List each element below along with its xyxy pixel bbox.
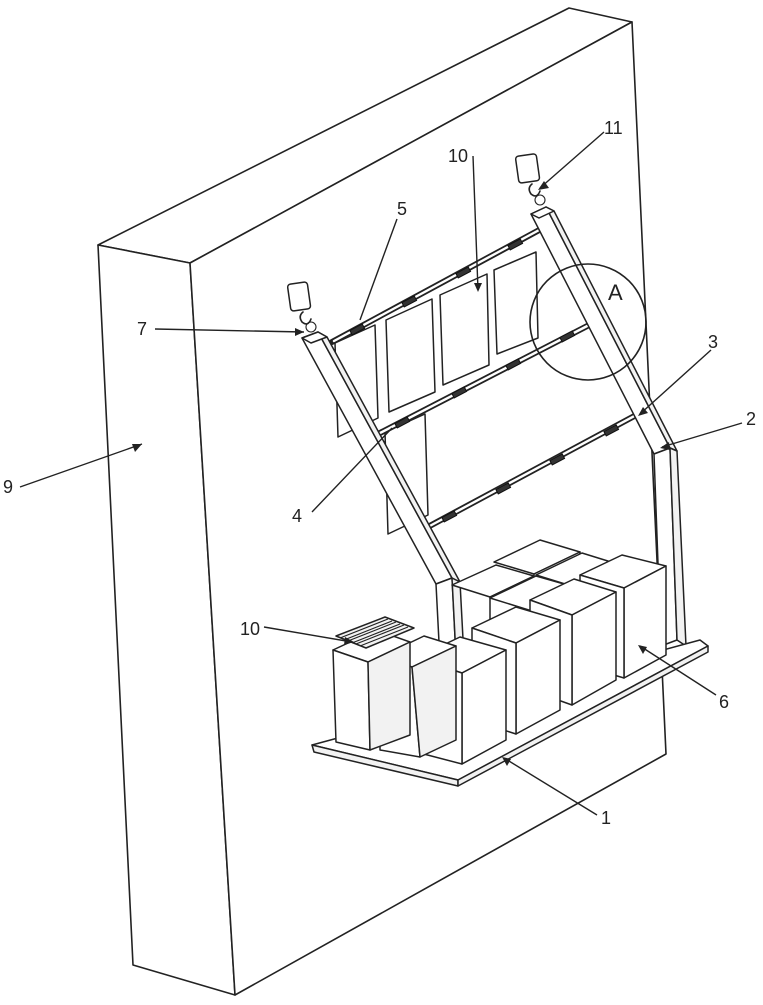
label-wall: 9 (3, 477, 13, 497)
label-base-plate: 1 (601, 808, 611, 828)
label-upper-rod: 5 (397, 199, 407, 219)
label-right-hook: 11 (604, 118, 623, 138)
label-hanging-sheets: 10 (448, 146, 468, 166)
sheet (386, 299, 435, 412)
wall-plate (515, 154, 540, 184)
label-storage-boxes: 6 (719, 692, 729, 712)
label-lower-rod: 3 (708, 332, 718, 352)
wall (98, 8, 666, 995)
sheet (494, 252, 538, 354)
box (333, 630, 410, 750)
label-box-sheets: 10 (240, 619, 260, 639)
label-frame: 2 (746, 409, 756, 429)
label-detail-callout: A (608, 280, 623, 305)
wall-plate (287, 282, 311, 312)
label-left-hook: 7 (137, 319, 147, 339)
label-middle-rod: 4 (292, 506, 302, 526)
